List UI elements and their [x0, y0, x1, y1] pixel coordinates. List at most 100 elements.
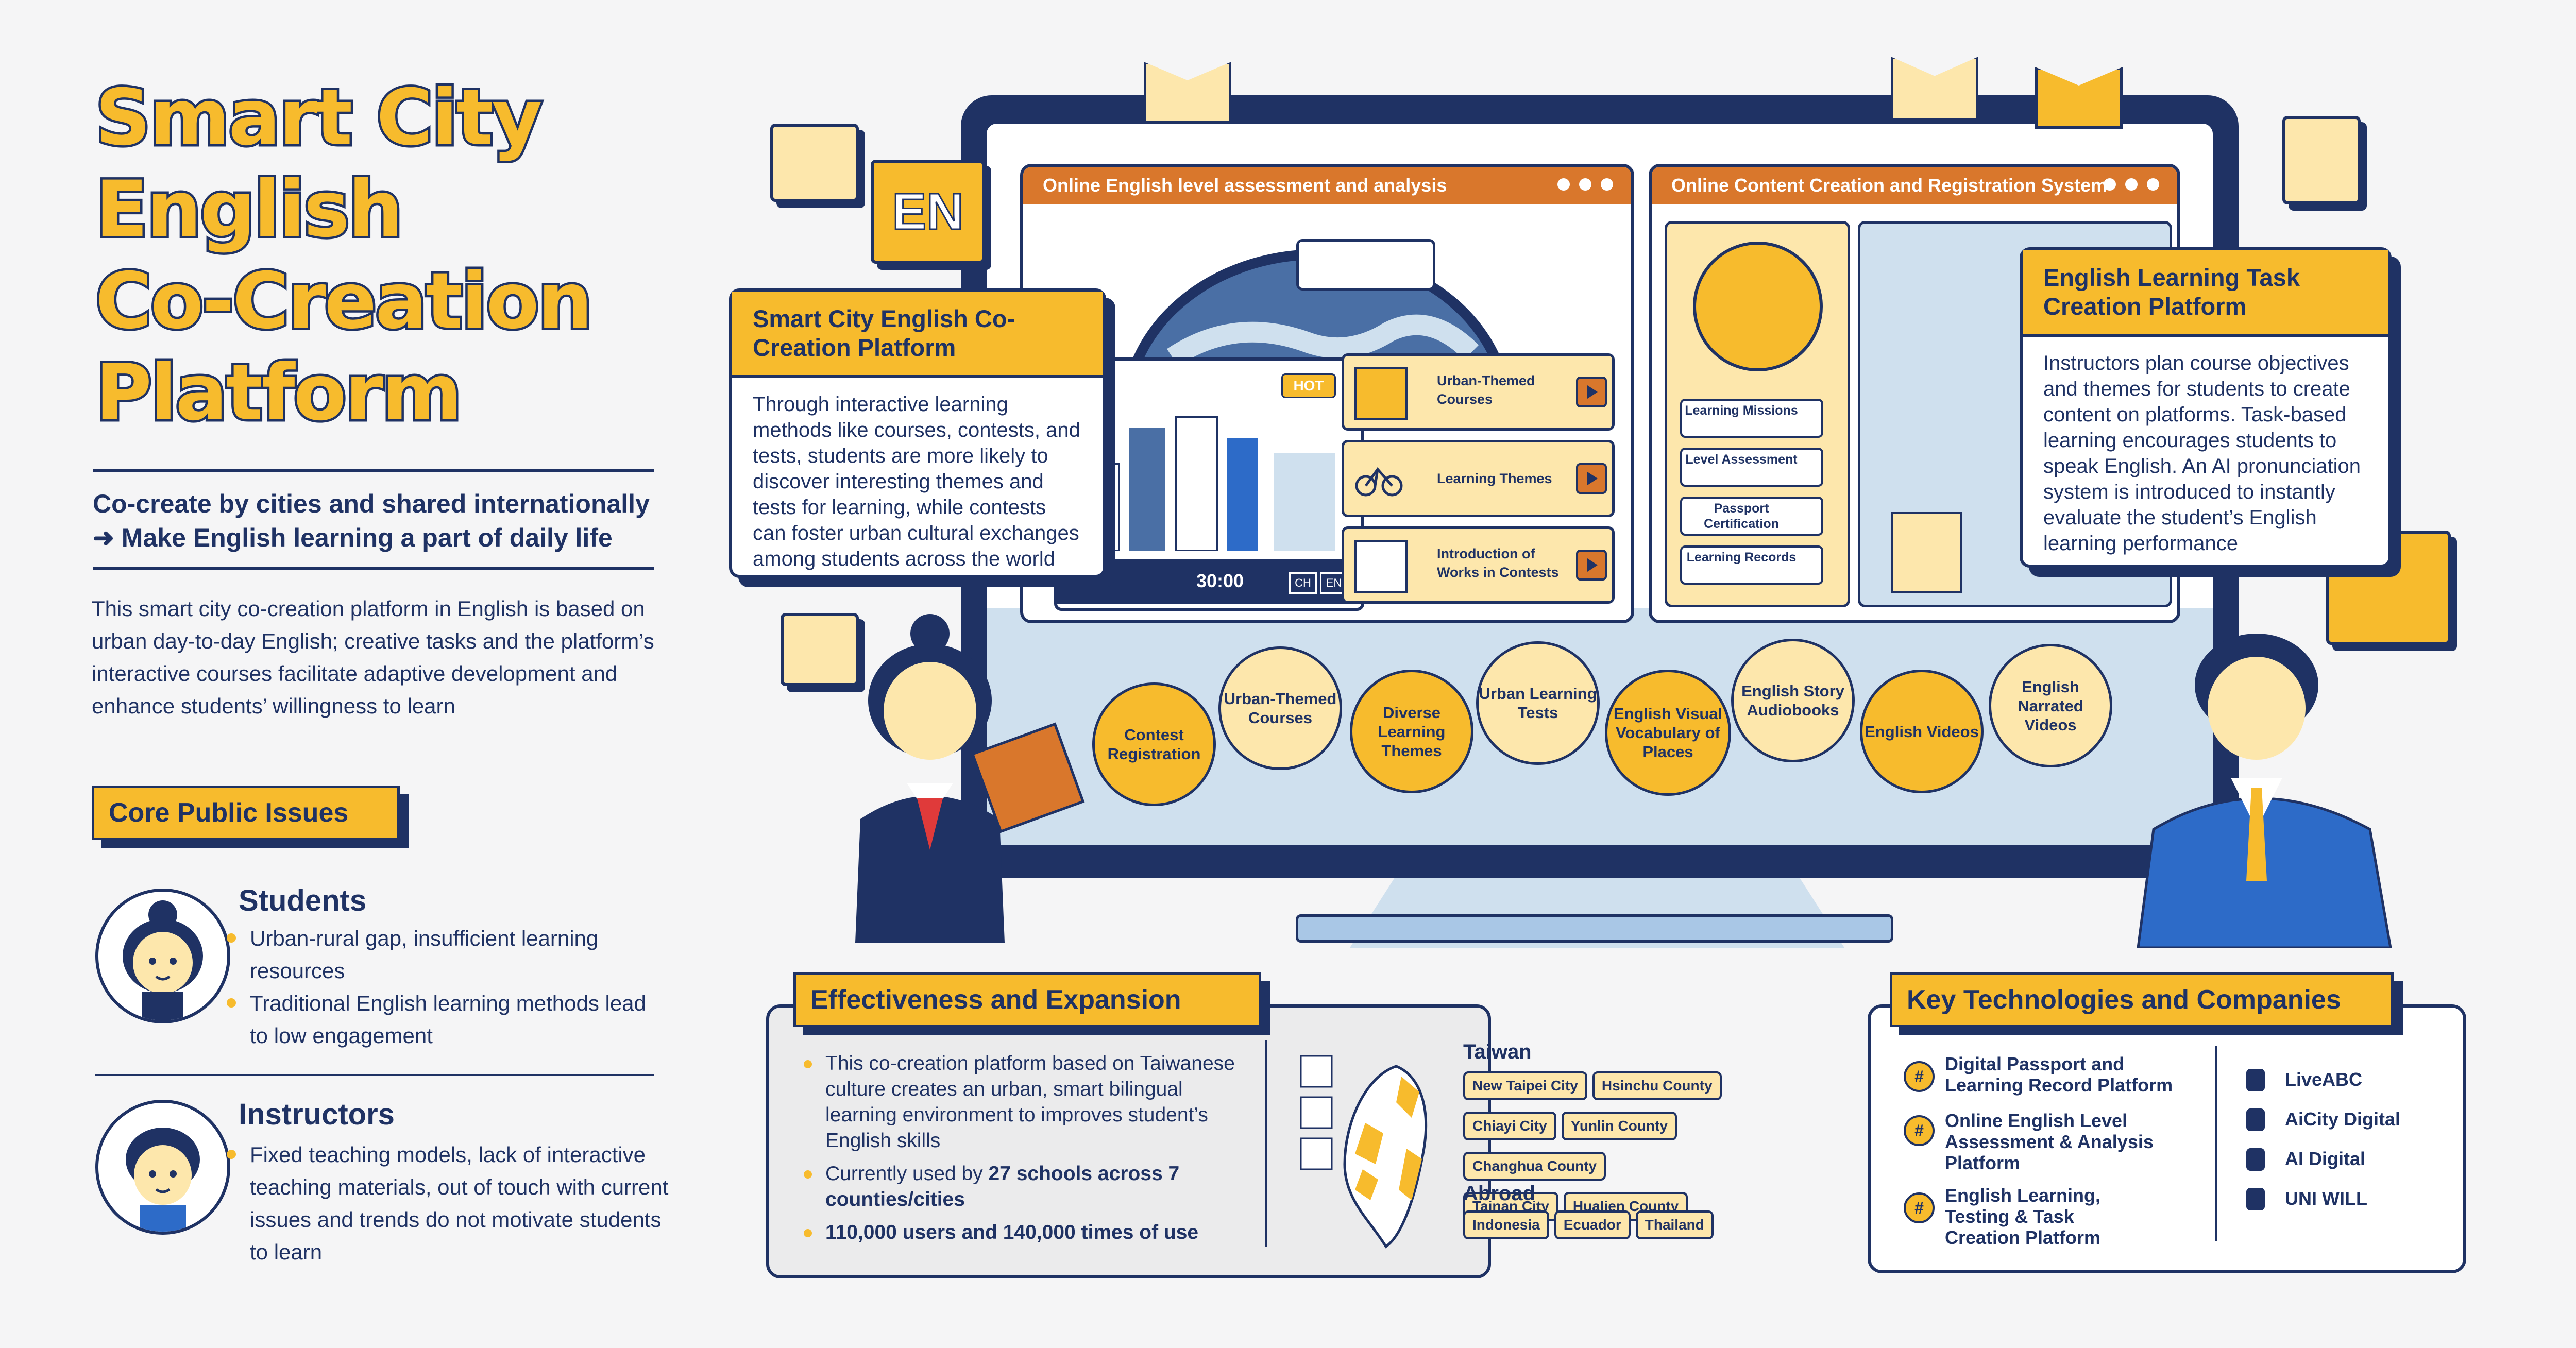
menu-level-assessment[interactable]: Level Assessment — [1680, 448, 1823, 487]
lang-ch-button[interactable]: CH — [1289, 572, 1317, 594]
teacher-illustration — [2137, 634, 2392, 948]
divider — [93, 567, 654, 570]
tooltip-bubble — [1296, 239, 1435, 291]
assessment-panel-title: Online English level assessment and anal… — [1023, 167, 1631, 204]
menu-learning-records[interactable]: Learning Records — [1680, 545, 1823, 585]
card-body: Through interactive learning methods lik… — [753, 393, 1080, 570]
book-icon — [770, 124, 859, 202]
girl-student-illustration — [855, 614, 1085, 943]
bookmark-icon — [1144, 62, 1231, 124]
company-name: UNI WILL — [2285, 1188, 2367, 1209]
trophy-icon — [1891, 512, 1962, 593]
divider — [1265, 1040, 1267, 1247]
player-controls: 30:00 CH EN — [1057, 559, 1355, 604]
abroad-label: Abroad — [1463, 1182, 1535, 1205]
student-avatar — [1693, 242, 1823, 371]
divider — [93, 469, 654, 472]
intro-text: This smart city co-creation platform in … — [92, 596, 654, 718]
taiwan-map — [1300, 1055, 1428, 1249]
list-item: Traditional English learning methods lea… — [227, 987, 670, 1052]
student-avatar — [95, 889, 230, 1023]
effectiveness-list: This co-creation platform based on Taiwa… — [804, 1051, 1236, 1253]
students-heading: Students — [239, 884, 367, 917]
menu-passport-certification[interactable]: Passport Certification — [1680, 497, 1823, 536]
circle-diverse-themes[interactable]: Diverse Learning Themes — [1350, 670, 1473, 793]
card-body: Instructors plan course objectives and t… — [2043, 352, 2361, 555]
registration-panel-title: Online Content Creation and Registration… — [1652, 167, 2177, 204]
timer-text: 30:00 — [1196, 570, 1244, 591]
circle-visual-vocabulary[interactable]: English Visual Vocabulary of Places — [1605, 670, 1731, 796]
bicycle-icon — [1354, 454, 1403, 503]
list-item: Currently used by 27 schools across 7 co… — [804, 1161, 1236, 1213]
building-icon — [2246, 1069, 2265, 1091]
tech-item: Digital Passport and Learning Record Pla… — [1945, 1053, 2173, 1096]
list-item: 110,000 users and 140,000 times of use — [804, 1220, 1236, 1245]
temple-icon — [1354, 540, 1408, 593]
microphone-icon — [2282, 116, 2361, 204]
company-name: AI Digital — [2285, 1148, 2366, 1169]
sidebar-menu: Learning Missions Level Assessment Passp… — [1665, 221, 1850, 607]
menu-learning-missions[interactable]: Learning Missions — [1680, 399, 1823, 438]
bookmark-icon — [1891, 57, 1978, 121]
play-icon[interactable] — [1576, 377, 1607, 407]
tech-item: English Learning, Testing & Task Creatio… — [1945, 1185, 2101, 1248]
window-dots-icon[interactable] — [1548, 178, 1613, 193]
card-title: Smart City English Co-Creation Platform — [732, 292, 1103, 378]
divider — [95, 1074, 654, 1076]
feature-learning-themes[interactable]: Learning Themes — [1342, 440, 1615, 517]
feature-contest-works[interactable]: Introduction of Works in Contests — [1342, 526, 1615, 604]
feature-urban-courses[interactable]: Urban-Themed Courses — [1342, 353, 1615, 431]
instructor-avatar — [95, 1100, 230, 1235]
effectiveness-tag: Effectiveness and Expansion — [793, 972, 1261, 1027]
city-chip: Hsinchu County — [1592, 1071, 1722, 1100]
city-chip: Changhua County — [1463, 1152, 1606, 1181]
core-issues-tag: Core Public Issues — [92, 786, 400, 840]
students-list: Urban-rural gap, insufficient learning r… — [227, 922, 670, 1052]
play-icon[interactable] — [1576, 463, 1607, 494]
country-chip: Thailand — [1635, 1210, 1714, 1239]
co-creation-card: Smart City English Co-Creation Platform … — [729, 288, 1106, 578]
hash-icon: # — [1904, 1061, 1935, 1092]
tagline: Co-create by cities and shared internati… — [93, 489, 650, 552]
window-dots-icon[interactable] — [2094, 178, 2159, 193]
en-badge: EN — [871, 160, 985, 264]
task-creation-card: English Learning Task Creation Platform … — [2020, 247, 2392, 568]
card-title: English Learning Task Creation Platform — [2023, 250, 2388, 337]
instructors-list: Fixed teaching models, lack of interacti… — [227, 1138, 670, 1268]
tech-item: Online English Level Assessment & Analys… — [1945, 1110, 2154, 1173]
circle-narrated-videos[interactable]: English Narrated Videos — [1989, 644, 2112, 767]
circle-english-videos[interactable]: English Videos — [1860, 670, 1984, 793]
company-name: LiveABC — [2285, 1069, 2363, 1090]
country-chip: Indonesia — [1463, 1210, 1549, 1239]
instructors-heading: Instructors — [239, 1098, 395, 1131]
circle-contest-registration[interactable]: Contest Registration — [1092, 682, 1216, 806]
play-icon[interactable] — [1576, 550, 1607, 581]
building-icon — [2246, 1188, 2265, 1210]
registration-panel: Online Content Creation and Registration… — [1649, 164, 2180, 623]
buildings-illustration — [1067, 416, 1335, 551]
company-name: AiCity Digital — [2285, 1108, 2401, 1130]
video-play-icon[interactable] — [781, 613, 859, 686]
building-icon — [2246, 1108, 2265, 1131]
hot-badge: HOT — [1281, 373, 1336, 398]
city-chip: New Taipei City — [1463, 1071, 1587, 1100]
divider — [2215, 1046, 2217, 1241]
list-item: Urban-rural gap, insufficient learning r… — [227, 922, 670, 987]
city-chip: Chiayi City — [1463, 1112, 1556, 1140]
list-item: This co-creation platform based on Taiwa… — [804, 1051, 1236, 1154]
list-item: Fixed teaching models, lack of interacti… — [227, 1138, 670, 1268]
tower-icon — [1354, 367, 1408, 420]
country-chip: Ecuador — [1554, 1210, 1631, 1239]
hash-icon: # — [1904, 1192, 1935, 1223]
circle-story-audiobooks[interactable]: English Story Audiobooks — [1731, 639, 1855, 762]
monitor-base — [1296, 914, 1893, 943]
building-icon — [2246, 1148, 2265, 1171]
circle-urban-courses[interactable]: Urban-Themed Courses — [1218, 646, 1342, 770]
arrow-right-icon: ➜ — [93, 523, 122, 552]
taiwan-label: Taiwan — [1463, 1040, 1532, 1063]
tech-tag: Key Technologies and Companies — [1890, 972, 2394, 1027]
circle-urban-tests[interactable]: Urban Learning Tests — [1476, 641, 1600, 765]
